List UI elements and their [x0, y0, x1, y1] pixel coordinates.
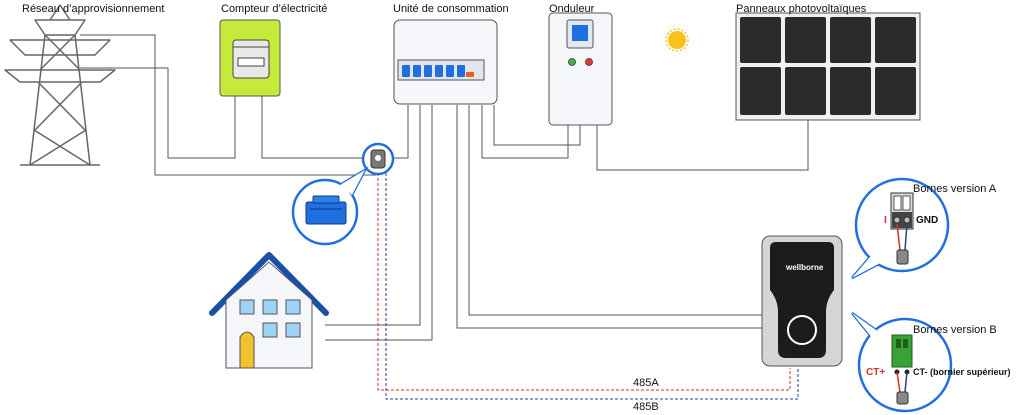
wire-grid-to-meter	[80, 67, 236, 159]
ev-charger	[761, 235, 843, 367]
wire-unit-to-inverter-2	[493, 105, 581, 146]
status-led-red	[585, 58, 593, 66]
bus-485b-line	[385, 168, 799, 400]
version-b-label: Bornes version B	[913, 324, 997, 336]
terminal-b-ct-minus: CT- (bornier supérieur)	[913, 367, 1011, 377]
version-a-callout	[851, 177, 950, 280]
wire-unit-to-house-1	[325, 105, 421, 326]
wire-unit-to-house-2	[325, 105, 433, 341]
ct-meter-callout	[291, 166, 369, 246]
wire-inverter-to-panels	[596, 120, 809, 171]
pylon-icon	[4, 4, 116, 166]
wire-meter-out	[261, 95, 366, 159]
rs485-bus	[377, 168, 799, 400]
meter-label: Compteur d’électricité	[221, 3, 328, 15]
electricity-meter	[219, 19, 281, 97]
grid-label: Réseau d’approvisionnement	[22, 3, 165, 15]
consumer-unit	[393, 19, 498, 105]
wire-unit-to-inverter-1	[481, 105, 569, 159]
version-b-callout	[851, 311, 953, 413]
terminal-a-i: I	[884, 215, 887, 226]
charger-brand: wellborne	[786, 263, 824, 272]
terminal-a-gnd: GND	[916, 215, 939, 226]
house-icon	[209, 252, 329, 369]
inverter-label: Onduleur	[549, 3, 595, 15]
solar-panels-icon	[735, 12, 921, 121]
version-a-label: Bornes version A	[913, 183, 997, 195]
status-led-green	[568, 58, 576, 66]
bus-485a-line	[377, 168, 791, 391]
sun-icon	[665, 28, 689, 52]
terminal-b-ct-plus: CT+	[866, 367, 886, 378]
wiring	[80, 34, 809, 341]
wire-grid-to-ct	[80, 34, 376, 176]
circuit-breakers	[402, 65, 465, 77]
consumer-unit-label: Unité de consommation	[393, 3, 509, 15]
bus-485a-label: 485A	[633, 377, 659, 389]
wire-unit-to-charger-1	[456, 105, 762, 329]
wire-ct-to-unit	[390, 105, 409, 159]
inverter	[548, 12, 613, 126]
bus-485b-label: 485B	[633, 401, 659, 413]
ct-sensor	[361, 142, 395, 176]
solar-panels-label: Panneaux photovoltaïques	[736, 3, 867, 15]
wire-unit-to-charger-2	[468, 105, 762, 316]
